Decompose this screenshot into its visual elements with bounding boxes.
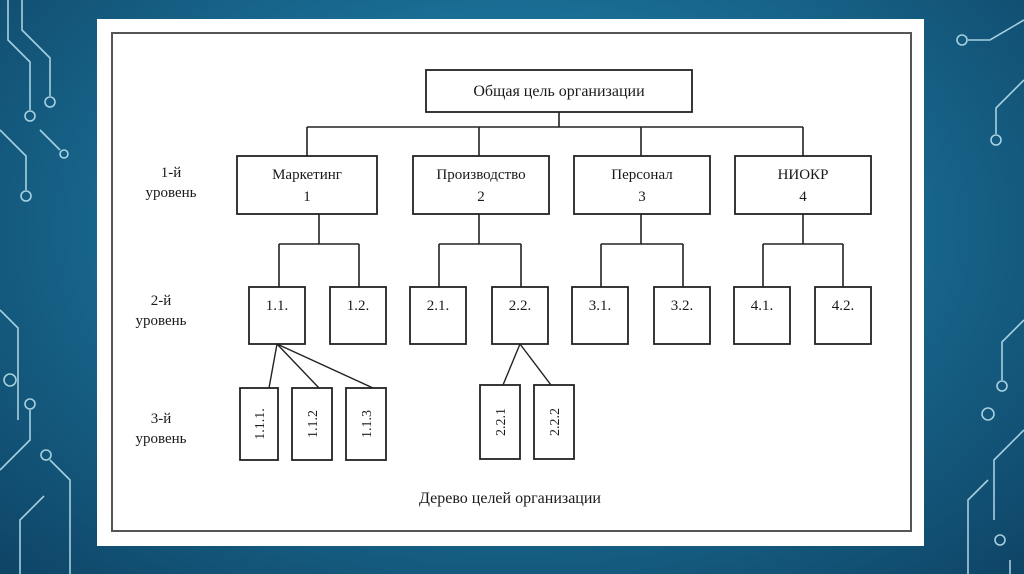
diagram-caption: Дерево целей организации bbox=[419, 490, 601, 507]
level3-label-text: 1.1.3 bbox=[360, 410, 375, 438]
level2-label-text: 3.2. bbox=[671, 298, 694, 314]
level1-name: НИОКР bbox=[778, 167, 829, 183]
level1-node: Производство 2 bbox=[412, 155, 550, 215]
level1-node: Маркетинг 1 bbox=[236, 155, 378, 215]
level3-label-text: 1.1.2 bbox=[306, 410, 321, 438]
level2-label-text: 3.1. bbox=[589, 298, 612, 314]
level2-node: 2.1. bbox=[409, 286, 467, 345]
level3-label-text: 1.1.1. bbox=[253, 408, 268, 440]
level1-name: Маркетинг bbox=[272, 167, 342, 183]
level2-node: 2.2. bbox=[491, 286, 549, 345]
level2-connectors bbox=[278, 214, 844, 287]
level3-label: 3-й bbox=[151, 411, 172, 427]
level2-node: 1.1. bbox=[248, 286, 306, 345]
root-connectors bbox=[306, 112, 804, 156]
level1-num: 4 bbox=[799, 189, 807, 205]
level1-name: Персонал bbox=[611, 167, 673, 183]
level3-suffix: уровень bbox=[135, 431, 186, 447]
level3-label-text: 2.2.2 bbox=[548, 408, 563, 436]
root-box bbox=[425, 69, 693, 113]
level2-node: 1.2. bbox=[329, 286, 387, 345]
level3-label-text: 2.2.1 bbox=[494, 408, 509, 436]
level2-node: 4.2. bbox=[814, 286, 872, 345]
level3-connectors bbox=[268, 343, 552, 389]
level1-num: 2 bbox=[477, 189, 485, 205]
level3-node: 1.1.1. bbox=[239, 387, 279, 461]
level2-label-text: 1.1. bbox=[266, 298, 289, 314]
level3-node: 1.1.2 bbox=[291, 387, 333, 461]
level3-node: 1.1.3 bbox=[345, 387, 387, 461]
slide-panel: Общая цель организации 1-й уровень 2-й у… bbox=[97, 19, 924, 546]
level3-node: 2.2.2 bbox=[533, 384, 575, 460]
level1-node: Персонал 3 bbox=[573, 155, 711, 215]
level2-node: 4.1. bbox=[733, 286, 791, 345]
level1-name: Производство bbox=[436, 167, 525, 183]
diagram-frame bbox=[111, 32, 912, 532]
root-label: Общая цель организации bbox=[473, 83, 645, 100]
level2-label-text: 1.2. bbox=[347, 298, 370, 314]
level1-node: НИОКР 4 bbox=[734, 155, 872, 215]
level3-node: 2.2.1 bbox=[479, 384, 521, 460]
level1-suffix: уровень bbox=[145, 185, 196, 201]
level2-label-text: 2.1. bbox=[427, 298, 450, 314]
level2-label-text: 2.2. bbox=[509, 298, 532, 314]
level2-suffix: уровень bbox=[135, 313, 186, 329]
goal-tree-diagram: Общая цель организации 1-й уровень 2-й у… bbox=[111, 32, 912, 532]
level1-num: 3 bbox=[638, 189, 646, 205]
level2-label-text: 4.2. bbox=[832, 298, 855, 314]
level1-label: 1-й bbox=[161, 165, 182, 181]
level1-num: 1 bbox=[303, 189, 311, 205]
level2-node: 3.1. bbox=[571, 286, 629, 345]
level2-node: 3.2. bbox=[653, 286, 711, 345]
level2-label: 2-й bbox=[151, 293, 172, 309]
level2-label-text: 4.1. bbox=[751, 298, 774, 314]
